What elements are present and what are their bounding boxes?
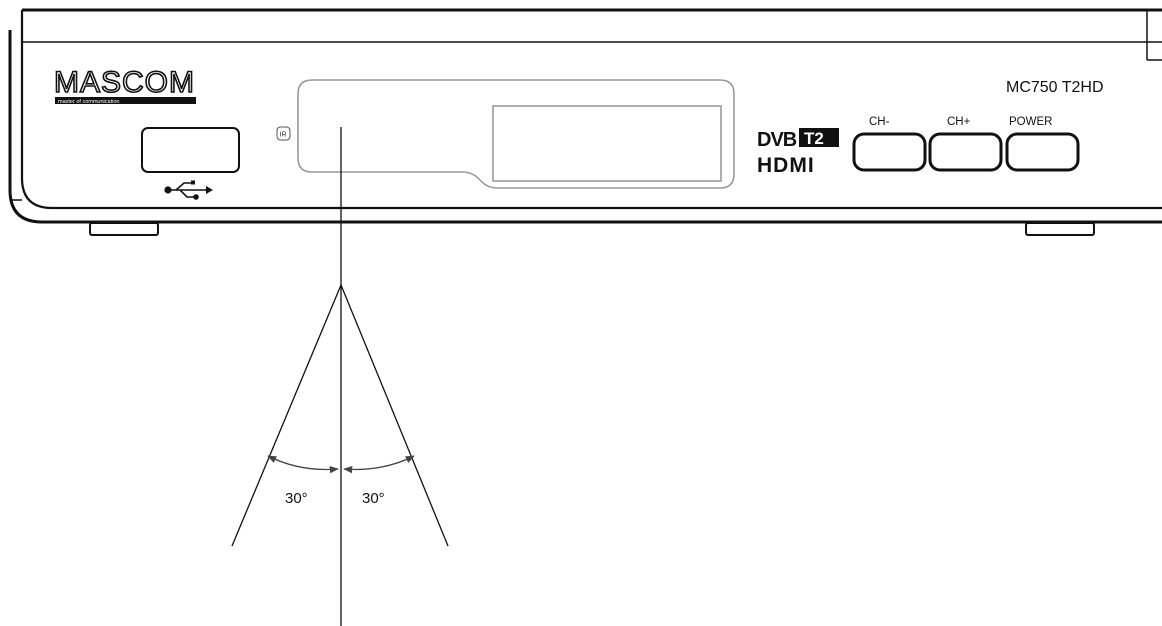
- lcd-screen: [492, 105, 722, 182]
- right-angle-label: 30°: [362, 490, 385, 507]
- dvb-t2-logo: DVB T2: [757, 128, 839, 151]
- display-window: [297, 79, 735, 189]
- brand-logo: MASCOM master of communication: [53, 65, 196, 105]
- button-power[interactable]: POWER: [1005, 116, 1080, 172]
- cone-right-edge: [340, 284, 449, 547]
- left-angle-arc: [267, 455, 339, 474]
- dvb-t2-logo-text: T2: [804, 129, 824, 148]
- right-angle-arc: [343, 455, 415, 474]
- button-ch-plus-label: CH+: [947, 116, 971, 128]
- left-foot: [89, 222, 159, 236]
- button-power-label: POWER: [1009, 116, 1052, 128]
- brand-tagline: master of communication: [58, 99, 119, 105]
- ir-sensor-icon: IR: [276, 126, 291, 141]
- button-ch-plus[interactable]: CH+: [928, 116, 1003, 172]
- left-angle-label: 30°: [285, 490, 308, 507]
- hdmi-logo: HDMI: [757, 154, 815, 177]
- ir-reception-cone: [231, 127, 449, 626]
- model-name: MC750 T2HD: [1006, 79, 1104, 96]
- dvb-logo-text: DVB: [757, 129, 797, 151]
- cone-left-edge: [231, 284, 342, 547]
- brand-logo-text: MASCOM: [54, 66, 195, 99]
- usb-icon: [164, 180, 213, 200]
- receiver-body: [8, 8, 1162, 224]
- usb-port: [141, 127, 240, 173]
- button-ch-minus[interactable]: CH-: [852, 116, 927, 172]
- right-foot: [1025, 222, 1095, 236]
- button-ch-minus-label: CH-: [869, 116, 890, 128]
- ir-label: IR: [280, 132, 287, 139]
